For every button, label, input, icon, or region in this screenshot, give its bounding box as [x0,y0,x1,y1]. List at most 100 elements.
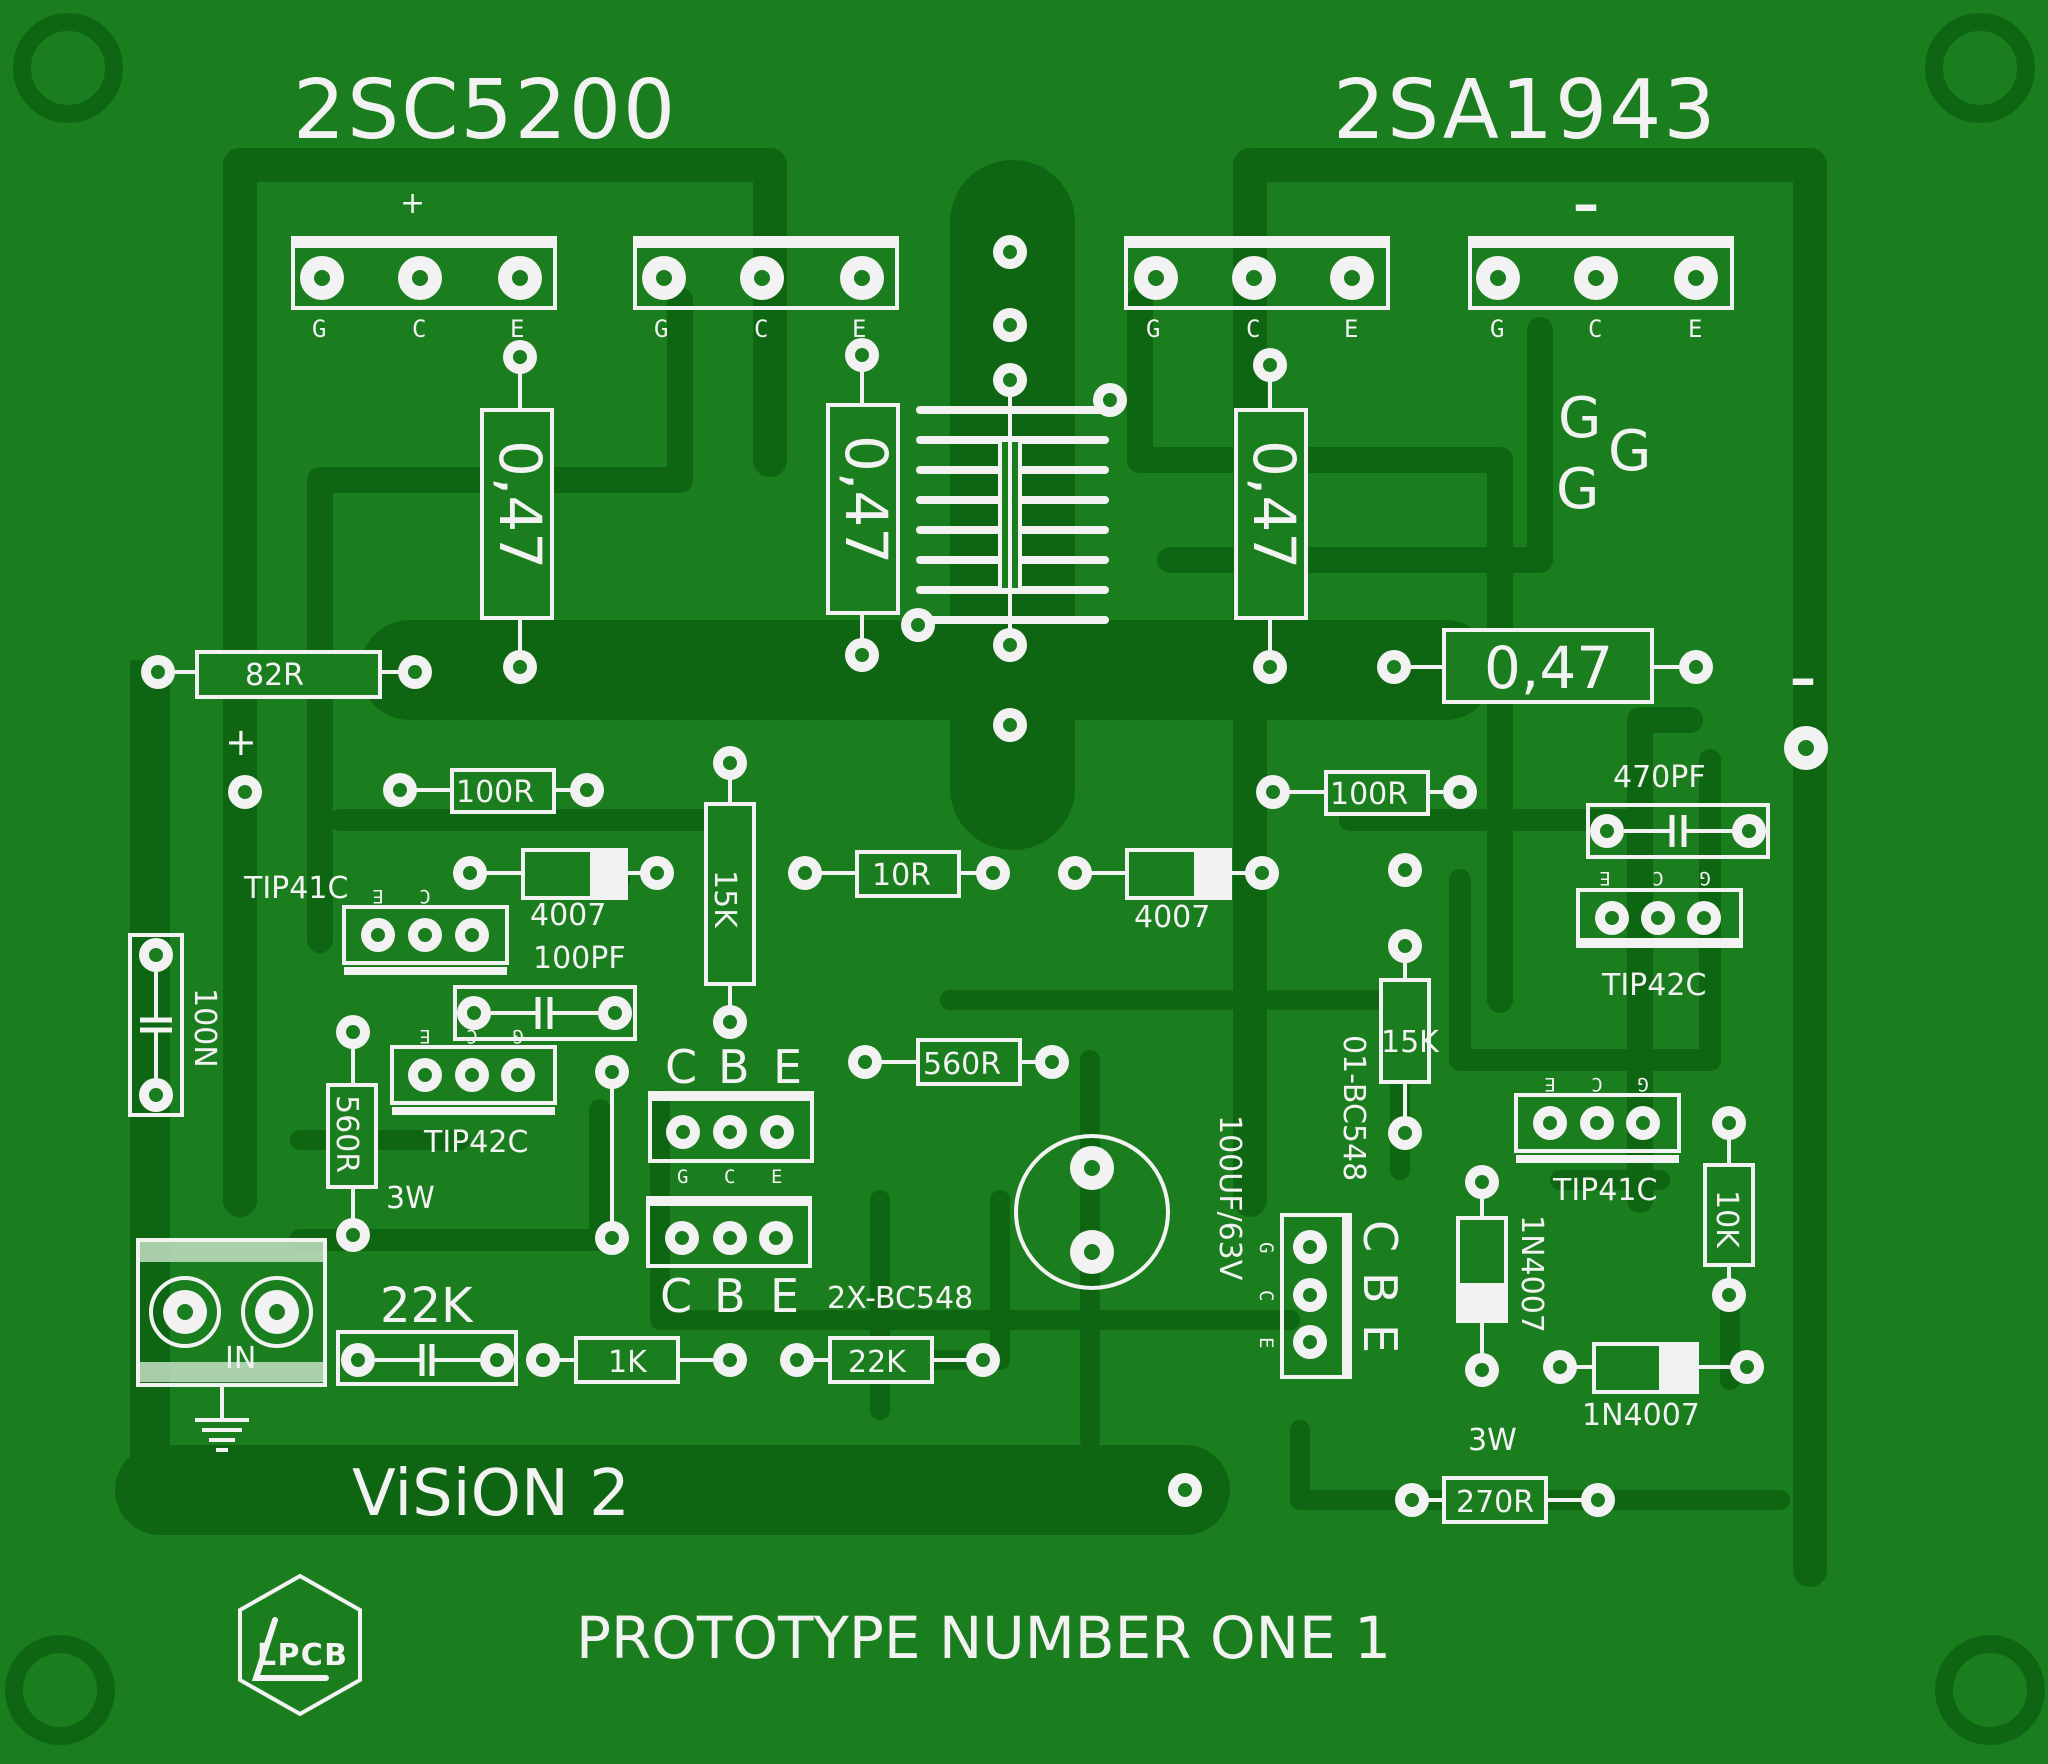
pin-e-label: E [1688,315,1702,343]
npn-power-transistor-2: G C E [633,236,899,343]
capacitor-100n: 100N [128,933,222,1117]
pin-e-label: E [852,315,866,343]
pin-e-label: E [1255,1337,1277,1348]
ground-symbol-icon [195,1385,249,1452]
pin-e-label: E [1344,315,1358,343]
pin-g-label: G [1558,386,1601,451]
board-name: ViSiON 2 [352,1457,630,1531]
resistor-value: 15K [1381,1025,1440,1060]
power-rating: 3W [1468,1423,1517,1458]
pin-c-label: C [754,315,768,343]
logo-text: LPCB [257,1638,347,1673]
resistor-100r-left: 100R [383,768,604,814]
resistor-15k-center: 15K [704,746,756,1039]
transistor-bc548-single: G C E C B E [1255,1213,1407,1379]
transistor-label: 01-BC548 [1336,1035,1371,1181]
title-pnp: 2SA1943 [1333,63,1718,158]
emitter-resistor-4: 0,47 [1377,628,1713,704]
transistor-bc548-a: C B E G C E [648,1040,814,1188]
mounting-hole [13,13,123,123]
pin-e-label: E [1544,1073,1555,1095]
emitter-resistor-3: 0,47 [1234,348,1308,684]
pin-c-label: C [466,1025,477,1047]
capacitor-value: 100PF [533,941,626,976]
diode-4007-right: 4007 [1058,848,1279,935]
pin-e-label: E [770,1269,799,1323]
pin-g-label: G [1608,419,1651,484]
pin-e-label: E [419,1025,430,1047]
emitter-resistor-1: 0,47 [480,340,554,684]
lpcb-logo: LPCB [238,1573,362,1717]
title-npn: 2SC5200 [293,63,677,158]
diode-1n4007-vertical: 1N4007 [1456,1165,1549,1387]
resistor-value: 0,47 [832,435,900,564]
minus-symbol: – [1573,175,1599,235]
pin-g-label: G [1255,1242,1277,1253]
resistor-value: 22K [848,1345,907,1380]
resistor-270r: 3W 270R [1395,1423,1615,1524]
plus-symbol: + [400,186,425,221]
jumper-link [595,1055,629,1255]
pin-c-label: C [419,885,430,907]
power-rating: 3W [386,1181,435,1216]
pin-c-label: C [1652,867,1663,889]
resistor-value: 270R [1456,1485,1534,1520]
transistor-label: 2X-BC548 [827,1281,973,1316]
bias-sensor-heatsink-area [901,235,1127,742]
mounting-hole [5,1635,115,1745]
input-terminal-block: IN [136,1238,327,1387]
pin-c-label: C [1353,1220,1407,1252]
pin-c-label: C [1591,1073,1602,1095]
transistor-tip42c-right: E C G TIP42C [1576,867,1743,1003]
transistor-label: TIP41C [243,871,348,906]
pin-b-label: B [1353,1272,1407,1304]
pnp-power-transistor-2: G C E [1468,236,1734,343]
resistor-value: 0,47 [486,440,554,569]
pin-g-label: G [1637,1073,1648,1095]
npn-power-transistor-1: G C E [291,236,557,343]
resistor-value: 0,47 [1484,634,1613,702]
board-subtitle: PROTOTYPE NUMBER ONE 1 [576,1604,1391,1672]
diode-label: 1N4007 [1514,1215,1549,1333]
pin-c-label: C [724,1166,735,1188]
mounting-hole [1925,13,2035,123]
pin-c-label: C [412,315,426,343]
pin-e-label: E [1353,1324,1407,1353]
resistor-value: 560R [329,1095,364,1173]
resistor-value: 82R [245,658,304,693]
resistor-10k: 10K [1703,1106,1755,1312]
pin-e-label: E [372,885,383,907]
transistor-label: TIP42C [423,1125,528,1160]
resistor-value: 0,47 [1240,440,1308,569]
diode-label: 4007 [1134,900,1210,935]
capacitor-100pf: 100PF [453,941,637,1041]
diode-label: 4007 [530,898,606,933]
input-label: IN [225,1341,256,1376]
pin-g-label: G [1556,457,1599,522]
resistor-10r: 10R [788,850,1010,898]
diode-1n4007-horizontal: 1N4007 [1543,1342,1764,1433]
transistor-label: TIP41C [1552,1173,1657,1208]
resistor-value: 100R [456,775,534,810]
pin-e-label: E [773,1040,802,1094]
resistor-100r-right: 100R [1256,770,1477,816]
plus-symbol: + [225,720,257,764]
pnp-power-transistor-1: G C E [1124,236,1390,343]
pin-g-label: G [654,315,668,343]
transistor-tip41c-right: E C G TIP41C [1514,1073,1681,1208]
pin-b-label: B [718,1040,750,1094]
diode-label: 1N4007 [1582,1398,1700,1433]
capacitor-470pf: 470PF [1586,760,1770,859]
pin-c-label: C [660,1269,692,1323]
resistor-value: 10R [872,858,931,893]
pin-g-label: G [512,1025,523,1047]
pin-e-label: E [510,315,524,343]
mounting-hole [1935,1635,2045,1745]
resistor-value: 1K [608,1345,648,1380]
resistor-22k-input: 22K [336,1278,518,1386]
resistor-value: 560R [923,1047,1001,1082]
pin-b-label: B [714,1269,746,1323]
resistor-1k: 1K [526,1336,747,1384]
resistor-560r-left: 560R 3W [326,1015,435,1252]
